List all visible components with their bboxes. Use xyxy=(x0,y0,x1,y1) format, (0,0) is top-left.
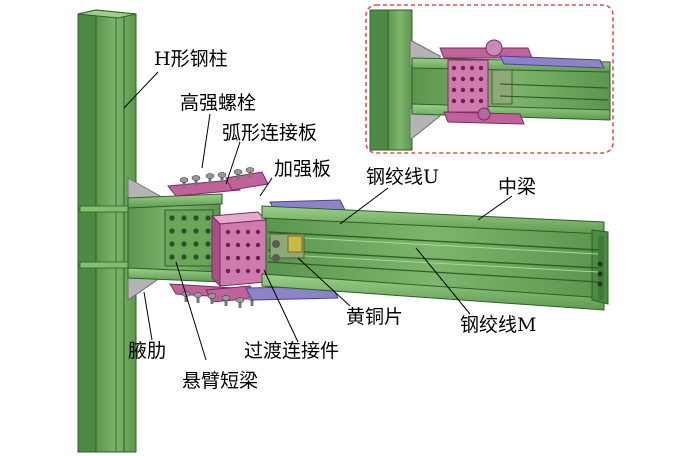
leader-lines xyxy=(123,71,513,361)
bolt-hole xyxy=(460,87,466,93)
high-strength-bolt xyxy=(179,177,189,188)
high-strength-bolt xyxy=(245,167,255,178)
high-strength-bolt xyxy=(193,292,203,303)
bolt-hole xyxy=(181,228,187,234)
bolt-hole xyxy=(460,65,466,71)
bolt-hole xyxy=(169,254,175,260)
high-strength-bolt xyxy=(233,169,243,180)
h-column xyxy=(77,9,137,453)
bolt-hole xyxy=(451,87,457,93)
label-arc-connecting-plate: 弧形连接板 xyxy=(222,122,318,144)
bolt-hole xyxy=(469,65,475,71)
label-haunch: 腋肋 xyxy=(128,340,167,362)
bolt-hole xyxy=(478,87,484,93)
bolt-hole xyxy=(193,228,199,234)
bolt-hole xyxy=(245,268,251,274)
bolt-hole xyxy=(225,268,231,274)
bolt-hole xyxy=(205,241,211,247)
label-stiffener: 加强板 xyxy=(274,158,332,180)
bolt-hole xyxy=(181,254,187,260)
label-high-strength-bolts: 高强螺栓 xyxy=(180,92,257,114)
bolt-hole xyxy=(478,65,484,71)
label-h-column: H形钢柱 xyxy=(154,48,228,70)
high-strength-bolt xyxy=(221,295,231,306)
label-cantilever-beam: 悬臂短梁 xyxy=(182,370,259,392)
bolt-hole xyxy=(225,242,231,248)
bolt-hole xyxy=(478,76,484,82)
bolt-hole xyxy=(245,229,251,235)
bolt-hole xyxy=(181,241,187,247)
high-strength-bolt xyxy=(205,173,215,184)
label-brass-plate: 黄铜片 xyxy=(346,306,404,328)
bolt-hole xyxy=(255,255,261,261)
bolt-hole xyxy=(451,76,457,82)
label-transition-connector: 过渡连接件 xyxy=(244,340,340,362)
bolt-hole xyxy=(193,215,199,221)
label-mid-beam: 中梁 xyxy=(498,176,537,198)
high-strength-bolt xyxy=(217,172,227,183)
bolt-hole xyxy=(235,229,241,235)
bolt-hole xyxy=(255,242,261,248)
bolt-hole xyxy=(451,65,457,71)
transition-connector xyxy=(210,211,268,288)
high-strength-bolt xyxy=(191,175,201,186)
bolt-hole xyxy=(193,254,199,260)
bolt-hole xyxy=(460,76,466,82)
bolt-hole xyxy=(245,255,251,261)
bolt-hole xyxy=(169,215,175,221)
bolt-hole xyxy=(451,98,457,104)
bolt-hole xyxy=(205,215,211,221)
high-strength-bolt xyxy=(207,293,217,304)
bolt-hole xyxy=(255,229,261,235)
bolt-hole xyxy=(193,241,199,247)
high-strength-bolts xyxy=(179,167,257,308)
bolt-hole xyxy=(469,76,475,82)
bolt-hole xyxy=(169,241,175,247)
steel-strand-u xyxy=(267,231,599,255)
label-strand-m: 钢绞线M xyxy=(460,314,537,336)
bolt-hole xyxy=(235,268,241,274)
end-plate-bolts xyxy=(164,209,214,267)
bolt-hole xyxy=(169,228,175,234)
bolt-hole xyxy=(225,229,231,235)
steel-strand-m xyxy=(267,249,599,283)
bolt-hole xyxy=(235,255,241,261)
bolt-hole xyxy=(478,98,484,104)
bolt-hole xyxy=(469,98,475,104)
label-strand-u: 钢绞线U xyxy=(366,166,440,188)
bolt-hole xyxy=(245,242,251,248)
bolt-hole xyxy=(469,87,475,93)
bolt-hole xyxy=(255,268,261,274)
bolt-hole xyxy=(225,255,231,261)
bolt-hole xyxy=(181,215,187,221)
bolt-hole xyxy=(205,254,211,260)
detail-inset xyxy=(365,4,614,154)
bolt-hole xyxy=(460,98,466,104)
brass-plate xyxy=(269,233,305,262)
bolt-hole xyxy=(205,228,211,234)
high-strength-bolt xyxy=(235,297,245,308)
bolt-hole xyxy=(235,242,241,248)
